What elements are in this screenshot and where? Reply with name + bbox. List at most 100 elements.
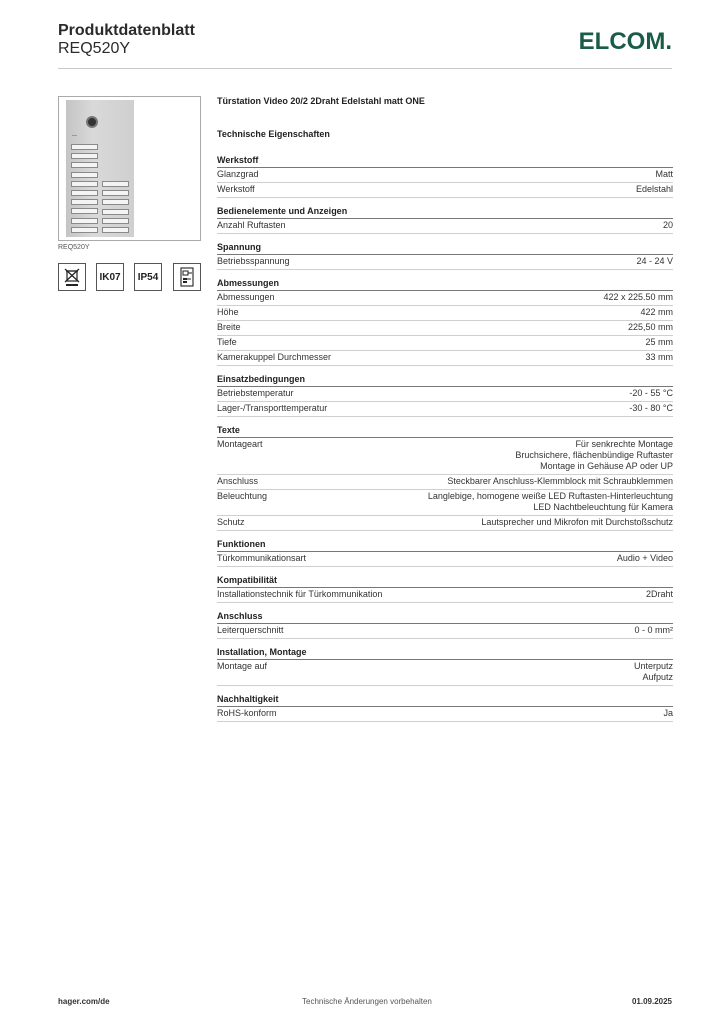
call-button-graphic [102, 199, 129, 206]
spec-value: Edelstahl [635, 184, 673, 194]
spec-row: Tiefe 25 mm [217, 336, 673, 351]
section-heading: Funktionen [217, 539, 673, 552]
spec-label: Tiefe [217, 337, 237, 347]
spec-row: Lager-/Transporttemperatur -30 - 80 °C [217, 402, 673, 417]
weee-bin-icon [58, 263, 86, 291]
section-heading: Anschluss [217, 611, 673, 624]
spec-row: Betriebstemperatur -20 - 55 °C [217, 387, 673, 402]
section-heading: Abmessungen [217, 278, 673, 291]
spec-value: Ja [663, 708, 673, 718]
spec-value: 24 - 24 V [636, 256, 673, 266]
spec-label: Betriebstemperatur [217, 388, 294, 398]
spec-value: 25 mm [645, 337, 673, 347]
call-button-graphic [71, 190, 98, 196]
spec-label: Beleuchtung [217, 491, 268, 501]
doc-title: Produktdatenblatt [58, 22, 195, 39]
spec-value: Unterputz Aufputz [633, 661, 673, 682]
footer-date: 01.09.2025 [631, 997, 672, 1006]
spec-value: Audio + Video [616, 553, 673, 563]
spec-row: Abmessungen 422 x 225.50 mm [217, 291, 673, 306]
call-button-graphic [71, 153, 98, 160]
spec-label: Höhe [217, 307, 239, 317]
spec-label: Kamerakuppel Durchmesser [217, 352, 332, 362]
microphone-slot [72, 135, 77, 136]
spec-row: Installationstechnik für Türkommunikatio… [217, 588, 673, 603]
spec-row: Beleuchtung Langlebige, homogene weiße LE… [217, 490, 673, 516]
spec-label: Lager-/Transporttemperatur [217, 403, 328, 413]
spec-value: 20 [662, 220, 673, 230]
spec-value: Lautsprecher und Mikrofon mit Durchstoßs… [481, 517, 673, 527]
spec-label: Breite [217, 322, 241, 332]
spec-row: Türkommunikationsart Audio + Video [217, 552, 673, 567]
product-image [58, 96, 201, 241]
section-heading: Nachhaltigkeit [217, 694, 673, 707]
tech-heading: Technische Eigenschaften [217, 129, 330, 139]
spec-label: Installationstechnik für Türkommunikatio… [217, 589, 383, 599]
spec-value: Für senkrechte Montage Bruchsichere, flä… [515, 439, 673, 471]
spec-row: Breite 225,50 mm [217, 321, 673, 336]
header-divider [58, 68, 672, 69]
image-caption: REQ520Y [58, 244, 90, 251]
call-button-graphic [102, 208, 129, 215]
spec-row: Anzahl Ruftasten 20 [217, 219, 673, 234]
ip54-badge: IP54 [134, 263, 162, 291]
door-station-panel [66, 100, 134, 237]
call-button-graphic [71, 199, 98, 206]
call-button-graphic [71, 144, 98, 150]
spec-value: -30 - 80 °C [629, 403, 673, 413]
spec-value: 2Draht [645, 589, 673, 599]
spec-label: Anzahl Ruftasten [217, 220, 286, 230]
call-button-graphic [71, 180, 98, 187]
call-button-graphic [71, 208, 98, 215]
spec-label: Leiterquerschnitt [217, 625, 284, 635]
spec-row: Betriebsspannung 24 - 24 V [217, 255, 673, 270]
spec-value: 422 mm [640, 307, 673, 317]
spec-label: Montage auf [217, 661, 268, 671]
section-heading: Einsatzbedingungen [217, 374, 673, 387]
spec-label: RoHS-konform [217, 708, 277, 718]
spec-value: -20 - 55 °C [629, 388, 673, 398]
call-button-graphic [71, 217, 98, 224]
call-button-graphic [102, 217, 129, 224]
footer-website: hager.com/de [58, 997, 110, 1006]
spec-label: Schutz [217, 517, 245, 527]
spec-value: 225,50 mm [627, 322, 673, 332]
spec-value: Matt [655, 169, 673, 179]
spec-row: Montageart Für senkrechte Montage Bruchsi… [217, 438, 673, 475]
spec-row: Kamerakuppel Durchmesser 33 mm [217, 351, 673, 366]
spec-label: Glanzgrad [217, 169, 259, 179]
call-button-graphic [102, 181, 129, 187]
call-button-graphic [102, 227, 129, 233]
section-heading: Kompatibilität [217, 575, 673, 588]
call-button-graphic [102, 190, 129, 197]
spec-label: Abmessungen [217, 292, 275, 302]
spec-value: 422 x 225.50 mm [603, 292, 673, 302]
spec-content: Türstation Video 20/2 2Draht Edelstahl m… [217, 96, 673, 722]
section-heading: Installation, Montage [217, 647, 673, 660]
section-heading: Spannung [217, 242, 673, 255]
spec-label: Anschluss [217, 476, 259, 486]
spec-row: Glanzgrad Matt [217, 168, 673, 183]
wiring-diagram-icon [173, 263, 201, 291]
spec-label: Werkstoff [217, 184, 255, 194]
spec-label: Türkommunikationsart [217, 553, 307, 563]
call-button-graphic [71, 226, 98, 233]
elcom-logo: ELCOM. [578, 28, 672, 55]
spec-label: Betriebsspannung [217, 256, 290, 266]
camera-lens [86, 116, 98, 128]
spec-value: Langlebige, homogene weiße LED Ruftasten… [427, 491, 673, 512]
doc-subtitle: REQ520Y [58, 40, 131, 57]
spec-row: RoHS-konform Ja [217, 707, 673, 722]
call-button-graphic [71, 171, 98, 178]
spec-row: Montage auf Unterputz Aufputz [217, 660, 673, 686]
spec-row: Höhe 422 mm [217, 306, 673, 321]
product-title: Türstation Video 20/2 2Draht Edelstahl m… [217, 96, 425, 106]
call-button-graphic [71, 162, 98, 169]
spec-row: Werkstoff Edelstahl [217, 183, 673, 198]
section-heading: Werkstoff [217, 155, 673, 168]
section-heading: Bedienelemente und Anzeigen [217, 206, 673, 219]
spec-label: Montageart [217, 439, 263, 449]
spec-value: 33 mm [645, 352, 673, 362]
